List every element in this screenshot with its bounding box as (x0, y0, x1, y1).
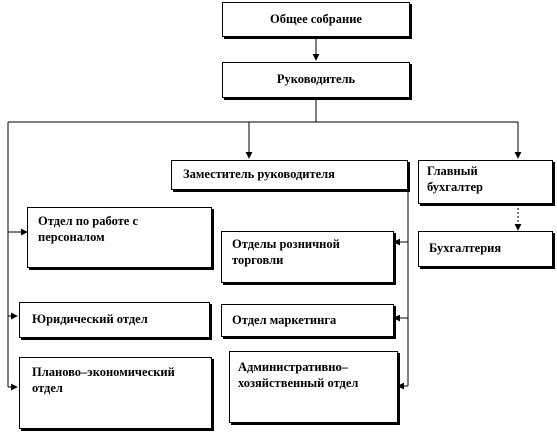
box-general-meeting-label: Общее собрание (270, 11, 362, 26)
box-administrative-department: Административно–хозяйственный отдел (229, 351, 398, 423)
box-legal-department: Юридический отдел (19, 302, 210, 338)
box-planning-economic-department: Планово–экономический отдел (19, 357, 212, 429)
box-legal-department-label: Юридический отдел (32, 312, 148, 327)
box-accounting-label: Бухгалтерия (429, 241, 502, 256)
box-marketing-department: Отдел маркетинга (221, 304, 394, 337)
box-director-label: Руководитель (276, 72, 356, 87)
box-general-meeting: Общее собрание (222, 2, 410, 37)
box-retail-departments-label: Отделы розничной торговли (232, 237, 340, 267)
box-director: Руководитель (222, 62, 410, 98)
box-hr-department: Отдел по работе с персоналом (27, 207, 212, 268)
box-chief-accountant-label: Главный бухгалтер (427, 164, 483, 194)
box-deputy-director-label: Заместитель руководителя (183, 167, 335, 182)
box-planning-economic-department-label: Планово–экономический отдел (32, 365, 175, 395)
box-administrative-department-label: Административно–хозяйственный отдел (238, 360, 359, 390)
box-marketing-department-label: Отдел маркетинга (232, 312, 337, 327)
box-chief-accountant: Главный бухгалтер (418, 160, 553, 204)
box-hr-department-label: Отдел по работе с персоналом (38, 214, 139, 244)
box-deputy-director: Заместитель руководителя (171, 160, 408, 190)
box-accounting: Бухгалтерия (418, 231, 553, 267)
box-retail-departments: Отделы розничной торговли (221, 231, 394, 283)
